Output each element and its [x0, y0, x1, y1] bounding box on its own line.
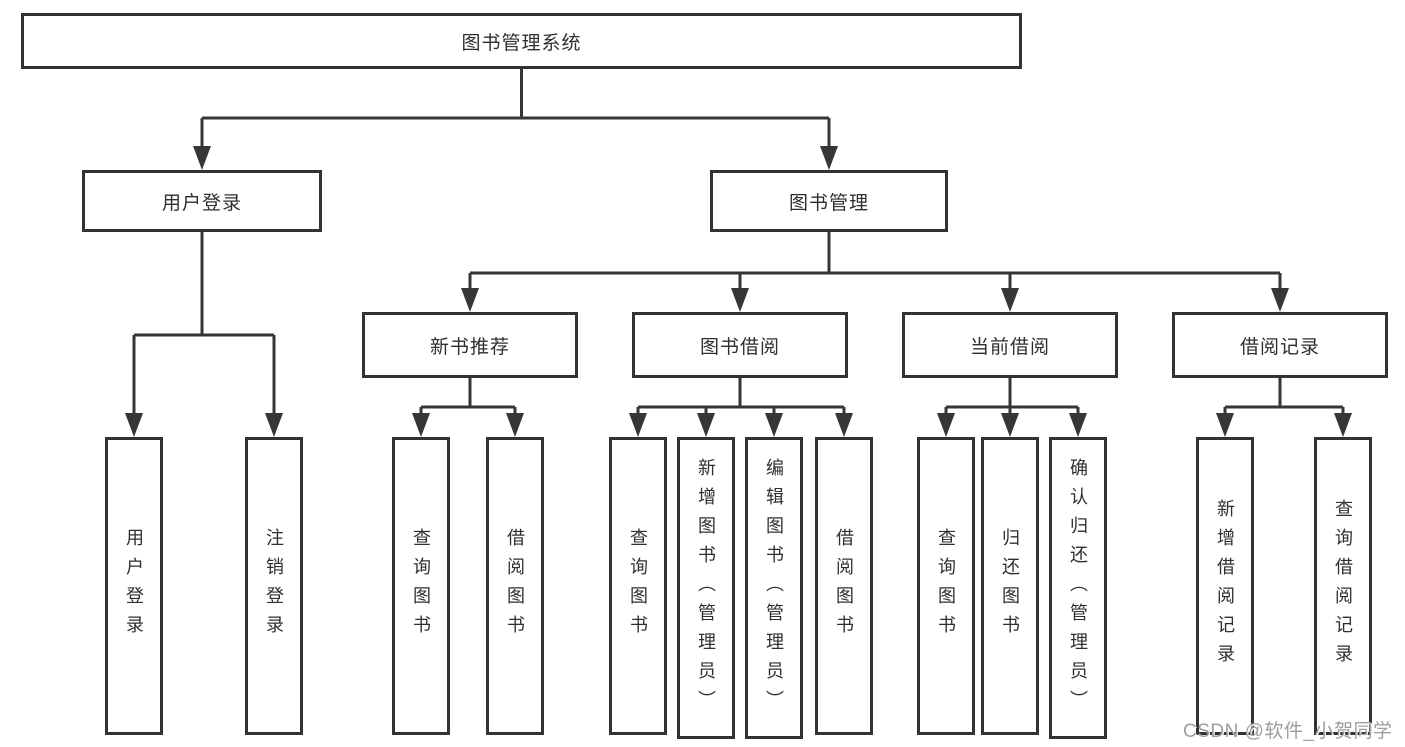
arrow-icon — [937, 413, 955, 437]
node-book-management: 图书管理 — [710, 170, 948, 232]
arrow-icon — [1216, 413, 1234, 437]
node-user-login: 用户登录 — [82, 170, 322, 232]
arrow-icon — [765, 413, 783, 437]
leaf-query-borrow-record: 查询借阅记录 — [1314, 437, 1372, 735]
leaf-query-borrow-record-label: 查询借阅记录 — [1333, 499, 1353, 673]
leaf-recommend-query-books: 查询图书 — [392, 437, 450, 735]
leaf-return-books: 归还图书 — [981, 437, 1039, 735]
node-user-login-label: 用户登录 — [161, 192, 242, 214]
arrow-icon — [1069, 413, 1087, 437]
arrowheads — [125, 146, 1352, 437]
leaf-borrow-query-books-label: 查询图书 — [628, 528, 648, 644]
leaf-confirm-return-admin-label: 确认归还（管理员） — [1068, 457, 1088, 719]
leaf-add-borrow-record: 新增借阅记录 — [1196, 437, 1254, 735]
arrow-icon — [461, 288, 479, 312]
leaf-user-login: 用户登录 — [105, 437, 163, 735]
leaf-recommend-borrow-books-label: 借阅图书 — [505, 528, 525, 644]
leaf-recommend-query-books-label: 查询图书 — [411, 528, 431, 644]
leaf-borrow-books-label: 借阅图书 — [834, 528, 854, 644]
node-new-book-recommend-label: 新书推荐 — [429, 336, 510, 358]
arrow-icon — [125, 413, 143, 437]
arrow-icon — [1334, 413, 1352, 437]
node-current-borrow-label: 当前借阅 — [969, 336, 1050, 358]
leaf-current-query-books: 查询图书 — [917, 437, 975, 735]
leaf-add-books-admin-label: 新增图书（管理员） — [696, 457, 716, 719]
leaf-borrow-query-books: 查询图书 — [609, 437, 667, 735]
node-new-book-recommend: 新书推荐 — [362, 312, 578, 378]
leaf-return-books-label: 归还图书 — [1000, 528, 1020, 644]
leaf-recommend-borrow-books: 借阅图书 — [486, 437, 544, 735]
node-root: 图书管理系统 — [21, 13, 1022, 69]
arrow-icon — [697, 413, 715, 437]
node-borrow-records: 借阅记录 — [1172, 312, 1388, 378]
connector-paths — [132, 69, 1345, 416]
arrow-icon — [1271, 288, 1289, 312]
node-current-borrow: 当前借阅 — [902, 312, 1118, 378]
node-book-borrow: 图书借阅 — [632, 312, 848, 378]
arrow-icon — [265, 413, 283, 437]
node-borrow-records-label: 借阅记录 — [1239, 336, 1320, 358]
leaf-current-query-books-label: 查询图书 — [936, 528, 956, 644]
arrow-icon — [506, 413, 524, 437]
node-root-label: 图书管理系统 — [461, 32, 582, 54]
node-book-borrow-label: 图书借阅 — [699, 336, 780, 358]
arrow-icon — [820, 146, 838, 170]
leaf-confirm-return-admin: 确认归还（管理员） — [1049, 437, 1107, 739]
leaf-borrow-books: 借阅图书 — [815, 437, 873, 735]
arrow-icon — [835, 413, 853, 437]
leaf-edit-books-admin: 编辑图书（管理员） — [745, 437, 803, 739]
arrow-icon — [1001, 288, 1019, 312]
leaf-user-login-label: 用户登录 — [124, 528, 144, 644]
node-book-management-label: 图书管理 — [788, 192, 869, 214]
arrow-icon — [731, 288, 749, 312]
leaf-add-borrow-record-label: 新增借阅记录 — [1215, 499, 1235, 673]
arrow-icon — [412, 413, 430, 437]
arrow-icon — [629, 413, 647, 437]
watermark: CSDN @软件_小贺同学 — [1183, 721, 1393, 742]
arrow-icon — [193, 146, 211, 170]
leaf-logout-label: 注销登录 — [264, 528, 284, 644]
leaf-edit-books-admin-label: 编辑图书（管理员） — [764, 457, 784, 719]
arrow-icon — [1001, 413, 1019, 437]
leaf-logout: 注销登录 — [245, 437, 303, 735]
leaf-add-books-admin: 新增图书（管理员） — [677, 437, 735, 739]
